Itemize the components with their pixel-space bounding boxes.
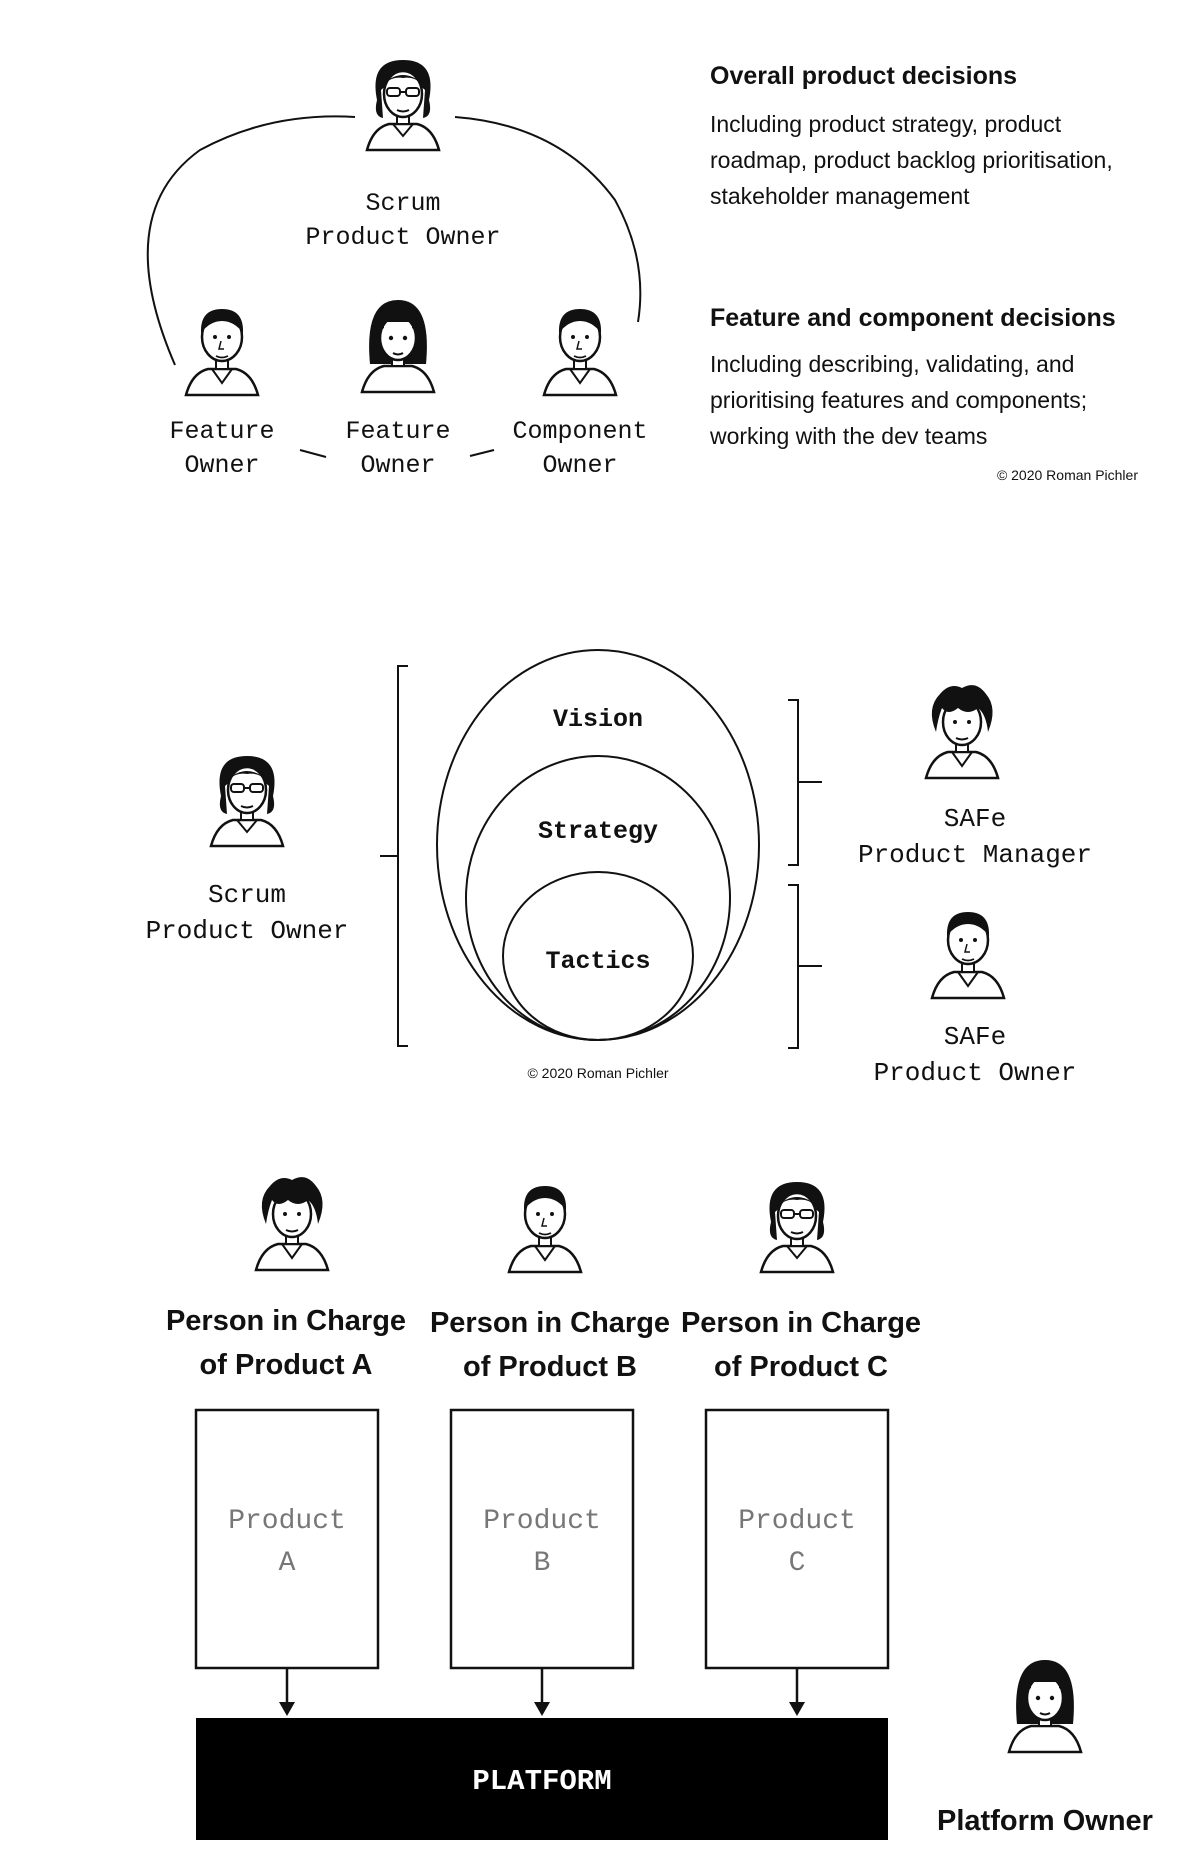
component-owner-icon	[542, 307, 618, 397]
panel-product-owner-hierarchy: Scrum Product Owner Feature Owner Featur…	[146, 58, 1138, 483]
vision-label: Vision	[553, 705, 643, 734]
scrum-product-owner-icon	[365, 58, 441, 152]
platform-owner-label: Platform Owner	[937, 1805, 1153, 1837]
left-bracket	[397, 665, 408, 1047]
product-a-label: A	[279, 1548, 296, 1579]
person-in-charge-a-label: Person in Charge	[166, 1305, 406, 1337]
safe-product-manager-icon	[924, 683, 1000, 780]
arrow-c-to-platform	[789, 1668, 805, 1716]
feature-decisions-text: prioritising features and components;	[710, 387, 1087, 413]
panel-platform: Person in Charge of Product A Person in …	[166, 1175, 1153, 1840]
safe-product-owner-icon	[930, 910, 1006, 1000]
feature-decisions-text: Including describing, validating, and	[710, 351, 1074, 377]
feature-owner-label: Feature	[169, 417, 274, 446]
hierarchy-arc	[146, 115, 356, 366]
right-bracket-top	[788, 699, 799, 866]
scrum-product-owner-icon	[209, 754, 285, 848]
overall-decisions-heading: Overall product decisions	[710, 62, 1017, 90]
person-in-charge-c-label: of Product C	[714, 1351, 888, 1383]
strategy-label: Strategy	[538, 817, 658, 846]
strategy-circle	[465, 755, 731, 1041]
panel-vision-strategy-tactics: Scrum Product Owner Vision Strategy Tact…	[146, 649, 1092, 1088]
person-in-charge-b-icon	[507, 1184, 583, 1274]
scrum-product-owner-label: Product Owner	[305, 223, 500, 252]
person-in-charge-b-label: Person in Charge	[430, 1307, 670, 1339]
safe-product-manager-label: Product Manager	[858, 840, 1092, 870]
feature-owner-icon	[360, 298, 436, 394]
feature-decisions-text: working with the dev teams	[709, 423, 987, 449]
product-c-label: C	[789, 1548, 806, 1579]
tactics-circle	[502, 871, 694, 1041]
person-in-charge-c-label: Person in Charge	[681, 1307, 921, 1339]
product-a-label: Product	[228, 1506, 346, 1537]
product-b-box	[449, 1408, 635, 1670]
platform-box	[196, 1718, 888, 1840]
component-owner-label: Component	[512, 417, 647, 446]
product-c-box	[704, 1408, 890, 1670]
component-owner-label: Owner	[542, 451, 617, 480]
product-a-box	[194, 1408, 380, 1670]
arrow-b-to-platform	[534, 1668, 550, 1716]
hierarchy-arc-right	[454, 116, 642, 323]
overall-decisions-text: Including product strategy, product	[710, 111, 1062, 137]
copyright-note: © 2020 Roman Pichler	[997, 467, 1138, 483]
person-in-charge-a-icon	[254, 1175, 330, 1272]
product-b-label: B	[534, 1548, 551, 1579]
platform-owner-icon	[1007, 1658, 1083, 1754]
feature-owner-label: Owner	[184, 451, 259, 480]
product-c-label: Product	[738, 1506, 856, 1537]
connector-line	[299, 449, 327, 458]
person-in-charge-a-label: of Product A	[200, 1349, 373, 1381]
feature-decisions-heading: Feature and component decisions	[710, 304, 1116, 332]
platform-label: PLATFORM	[472, 1765, 611, 1798]
tactics-label: Tactics	[545, 947, 650, 976]
right-bracket-bottom	[788, 884, 799, 1049]
person-in-charge-b-label: of Product B	[463, 1351, 637, 1383]
safe-product-manager-label: SAFe	[944, 804, 1006, 834]
scrum-product-owner-label: Product Owner	[146, 916, 349, 946]
scrum-product-owner-label: Scrum	[208, 880, 286, 910]
connector-line	[469, 449, 495, 457]
safe-product-owner-label: SAFe	[944, 1022, 1006, 1052]
scrum-product-owner-label: Scrum	[365, 189, 440, 218]
safe-product-owner-label: Product Owner	[874, 1058, 1077, 1088]
product-b-label: Product	[483, 1506, 601, 1537]
arrow-a-to-platform	[279, 1668, 295, 1716]
overall-decisions-text: stakeholder management	[710, 183, 970, 209]
feature-owner-icon	[184, 307, 260, 397]
person-in-charge-c-icon	[759, 1180, 835, 1274]
feature-owner-label: Feature	[345, 417, 450, 446]
overall-decisions-text: roadmap, product backlog prioritisation,	[710, 147, 1113, 173]
copyright-note: © 2020 Roman Pichler	[527, 1065, 668, 1081]
feature-owner-label: Owner	[360, 451, 435, 480]
